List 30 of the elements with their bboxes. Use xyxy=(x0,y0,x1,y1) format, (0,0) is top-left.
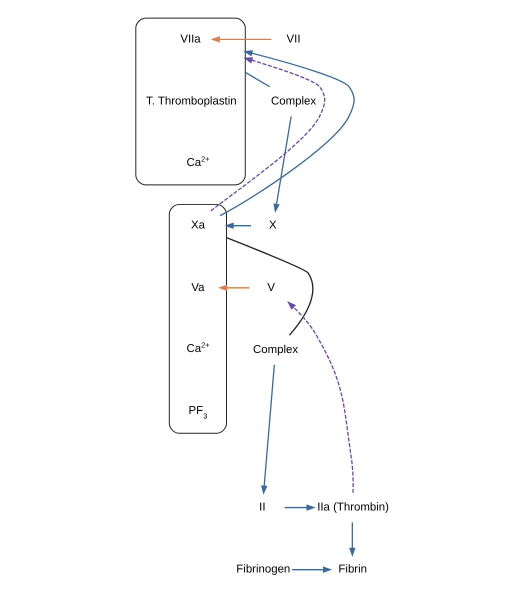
node-text: Xa xyxy=(190,220,204,232)
arrow xyxy=(291,566,332,573)
connector xyxy=(244,72,270,88)
arrow xyxy=(218,284,249,291)
node-text: II xyxy=(258,502,266,514)
arrow xyxy=(210,57,325,212)
node-text: T. Thromboplastin xyxy=(146,96,236,108)
arrow xyxy=(210,36,271,43)
arrow xyxy=(224,222,250,229)
node-text: VII xyxy=(286,33,300,46)
node-text: Complex xyxy=(270,96,316,108)
arrow xyxy=(272,116,292,213)
node-text: Ca$^{2+}$ xyxy=(186,340,210,356)
node-text: PF$_{3}$ xyxy=(188,405,207,421)
arrow xyxy=(348,522,356,557)
arrow xyxy=(260,364,274,495)
node-text: IIa (Thrombin) xyxy=(316,502,388,514)
arrow xyxy=(284,504,316,511)
cluster xyxy=(134,18,246,186)
node-text: Complex xyxy=(252,344,298,356)
node-text: VIIa xyxy=(180,33,200,46)
node-text: Ca$^{2+}$ xyxy=(186,154,210,169)
node-text: Va xyxy=(190,282,204,294)
node-text: Fibrinogen xyxy=(236,564,290,576)
arrow xyxy=(219,50,354,216)
node-text: Fibrin xyxy=(338,564,366,576)
node-text: X xyxy=(268,220,276,232)
arrow xyxy=(286,301,354,493)
node-text: V xyxy=(266,282,274,294)
connector xyxy=(226,237,313,336)
